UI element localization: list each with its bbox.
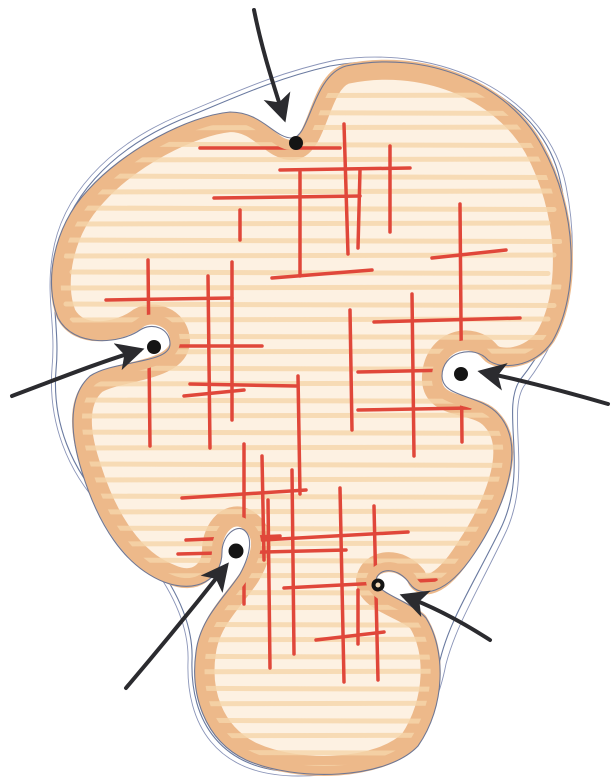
hatch-line	[106, 298, 232, 300]
hatch-line	[148, 260, 150, 446]
point-left	[147, 340, 161, 354]
stripe-line	[72, 703, 548, 704]
point-bottom-left	[229, 544, 244, 559]
stripe-line	[60, 191, 560, 192]
stripe-line	[60, 383, 560, 384]
hatch-line	[460, 204, 462, 442]
hatch-line	[262, 456, 264, 560]
hatch-line	[298, 376, 300, 494]
stripe-line	[60, 432, 560, 434]
stripe-line	[66, 208, 554, 210]
stripe-line	[60, 479, 560, 480]
arrow-right	[482, 372, 608, 404]
stripe-line	[66, 688, 554, 690]
stripe-line	[60, 624, 560, 626]
arrow-top	[254, 10, 284, 118]
hatch-line	[412, 294, 414, 456]
stripe-line	[72, 176, 548, 178]
stripe-line	[60, 671, 560, 672]
stripe-line	[72, 607, 548, 608]
stripe-line	[60, 720, 560, 722]
stripe-line	[66, 255, 554, 256]
stripe-line	[72, 415, 548, 416]
stripe-line	[66, 592, 554, 594]
point-top	[289, 136, 303, 150]
stripe-line	[66, 447, 554, 448]
stripe-line	[60, 336, 560, 338]
hatch-line	[208, 276, 210, 448]
stripe-line	[72, 511, 548, 512]
hatch-line	[358, 170, 360, 248]
stripe-line	[72, 656, 548, 658]
point-right	[454, 367, 468, 381]
hatch-line	[350, 310, 352, 430]
stripe-line	[60, 287, 560, 288]
stripe-line	[66, 639, 554, 640]
stripe-line	[66, 304, 554, 306]
hatch-line	[292, 470, 294, 654]
stripe-line	[72, 223, 548, 224]
stripe-line	[72, 464, 548, 466]
stripe-line	[60, 240, 560, 242]
stripe-line	[66, 735, 554, 736]
hatch-line	[190, 384, 296, 386]
hatch-line	[214, 196, 360, 198]
stripe-line	[72, 752, 548, 754]
hatch-line	[268, 500, 270, 668]
stripe-line	[66, 496, 554, 498]
